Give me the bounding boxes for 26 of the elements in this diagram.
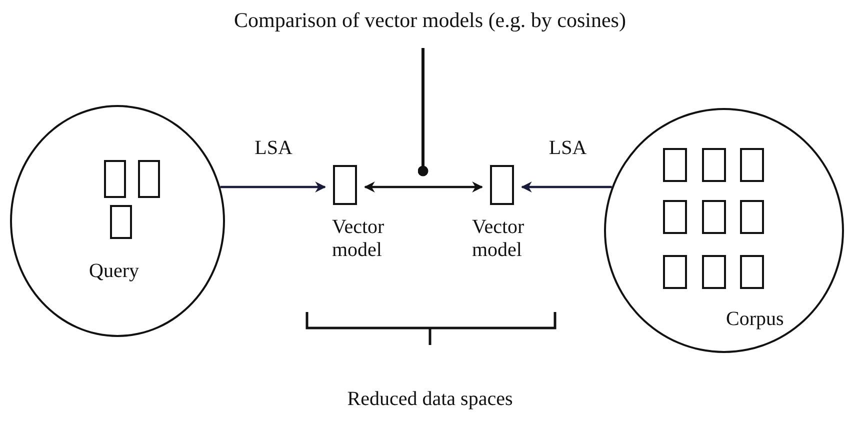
node-caption: Vector model — [472, 216, 526, 262]
region-label: Query — [89, 260, 139, 283]
rectangle-symbol — [138, 160, 160, 198]
heading-text: Comparison of vector models (e.g. by cosines) — [233, 8, 627, 32]
leader-line — [418, 48, 428, 176]
node-caption: Vector model — [332, 216, 386, 262]
rectangle-symbol — [740, 200, 764, 234]
rectangle-symbol — [490, 165, 514, 205]
ellipse-region — [604, 108, 844, 353]
rectangle-symbol — [740, 148, 764, 182]
rectangle-symbol — [663, 148, 687, 182]
rectangle-symbol — [333, 165, 357, 205]
rectangle-symbol — [104, 160, 126, 198]
arrow — [364, 182, 484, 192]
rectangle-symbol — [663, 200, 687, 234]
arrow — [520, 182, 612, 192]
region-label: Corpus — [726, 308, 784, 331]
rectangle-symbol — [110, 205, 132, 239]
rectangle-symbol — [702, 255, 726, 289]
rectangle-symbol — [740, 255, 764, 289]
rectangle-symbol — [702, 148, 726, 182]
rectangle-symbol — [663, 255, 687, 289]
arrow — [220, 182, 326, 192]
bracket-label: Reduced data spaces — [346, 388, 514, 411]
rectangle-symbol — [702, 200, 726, 234]
ellipse-region — [10, 105, 225, 337]
